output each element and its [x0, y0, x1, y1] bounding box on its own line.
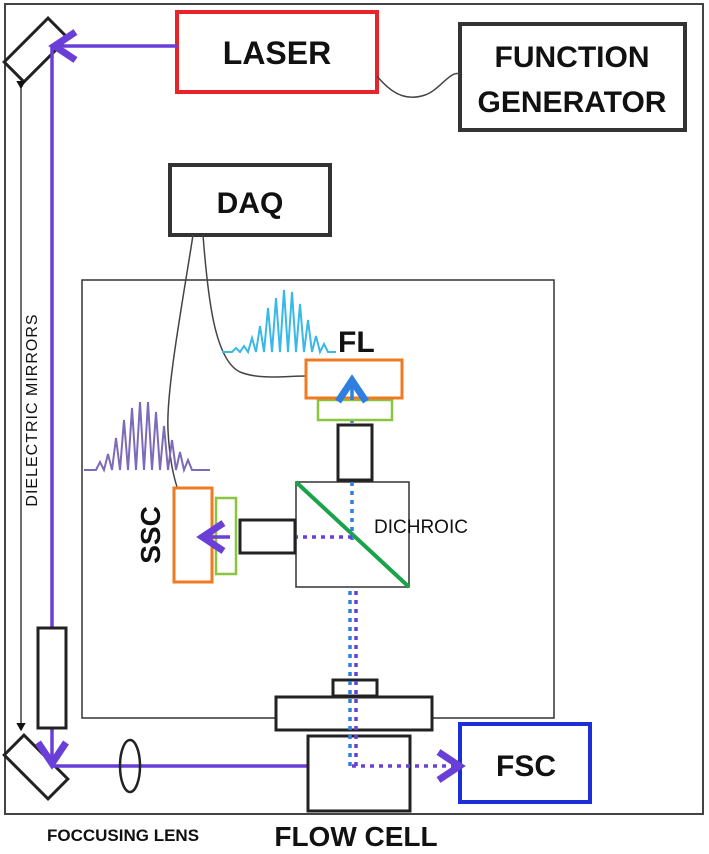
flow-cell: [274, 678, 434, 813]
fsc-box: FSC: [458, 722, 592, 804]
flow-cell-label: FLOW CELL: [274, 821, 437, 852]
outer-frame: [4, 3, 704, 815]
focusing-lens-icon: [118, 738, 142, 794]
ssc-signal-waveform: [84, 401, 210, 474]
top-mirror: [2, 16, 70, 84]
daq-box: DAQ: [168, 163, 332, 237]
daq-label: DAQ: [217, 187, 284, 220]
dichroic-mirror: [294, 480, 411, 589]
function-generator-label-line1: FUNCTION: [495, 41, 650, 74]
fsc-label: FSC: [496, 750, 556, 783]
fl-detector: [304, 358, 404, 400]
laser-fg-cable: [376, 72, 461, 98]
fl-label: FL: [338, 326, 375, 359]
ssc-label: SSC: [135, 506, 166, 564]
daq-ssc-cable: [167, 234, 194, 501]
laser-label: LASER: [223, 35, 331, 71]
laser-box: LASER: [175, 10, 379, 94]
fl-filter: [316, 398, 394, 422]
dichroic-label: DICHROIC: [374, 517, 468, 538]
fl-signal-waveform: [222, 289, 336, 355]
ssc-detector: [172, 486, 214, 584]
function-generator-box: FUNCTION GENERATOR: [458, 22, 687, 132]
focusing-lens-label: FOCCUSING LENS: [47, 826, 199, 845]
daq-fl-cable: [202, 234, 307, 378]
fl-lens-tube: [336, 423, 374, 482]
beam-filter: [36, 626, 68, 730]
ssc-lens-tube: [238, 518, 297, 555]
function-generator-label-line2: GENERATOR: [478, 86, 667, 119]
dielectric-mirrors-label: DIELECTRIC MIRRORS: [24, 313, 41, 506]
